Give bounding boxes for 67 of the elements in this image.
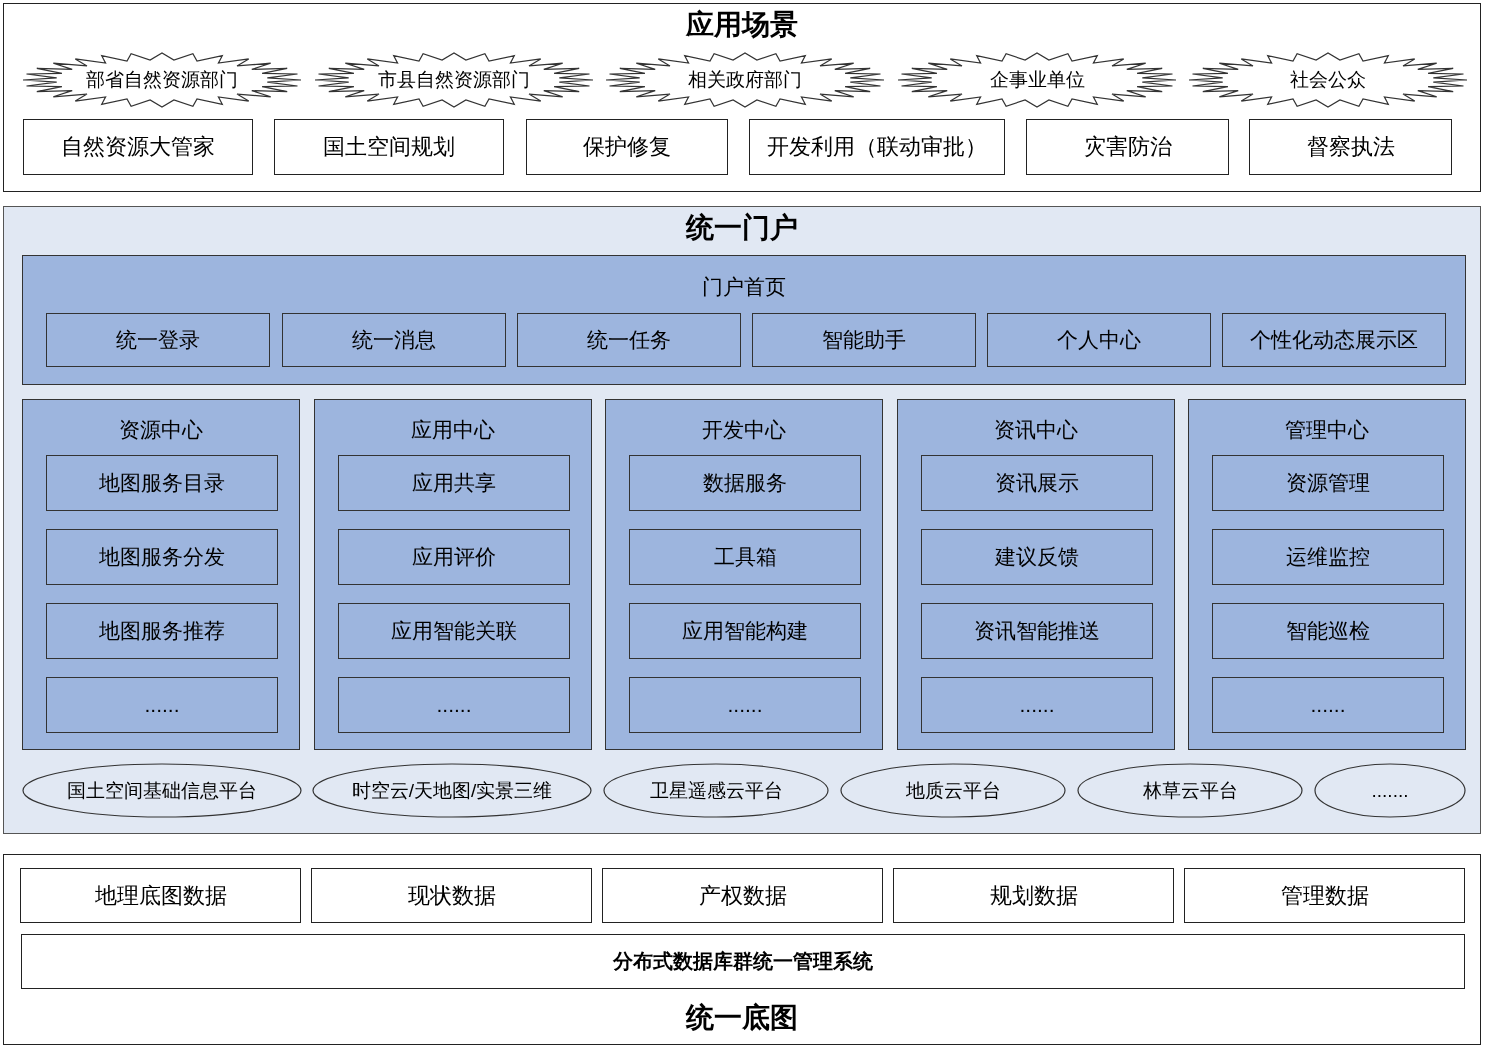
panel-title: 应用中心: [411, 417, 495, 443]
layer-panel: [3, 3, 1481, 192]
layer-title: 统一门户: [686, 211, 798, 245]
panel-title: 开发中心: [702, 417, 786, 443]
module-panel: [22, 255, 1466, 385]
data-box: 规划数据: [893, 868, 1174, 923]
function-box: 个人中心: [987, 313, 1211, 367]
platform-ellipse: 林草云平台: [1077, 763, 1303, 818]
function-box: 应用智能构建: [629, 603, 861, 659]
system-box: 分布式数据库群统一管理系统: [21, 934, 1465, 989]
function-box: ......: [338, 677, 570, 733]
function-box: 资讯展示: [921, 455, 1153, 511]
layer-panel: [3, 854, 1481, 1045]
function-box: 应用共享: [338, 455, 570, 511]
scenario-box: 灾害防治: [1026, 119, 1229, 175]
module-panel: [897, 399, 1175, 750]
starburst-shape: 部省自然资源部门: [22, 52, 302, 108]
scenario-box: 开发利用（联动审批）: [749, 119, 1005, 175]
function-box: 统一任务: [517, 313, 741, 367]
data-box: 管理数据: [1184, 868, 1465, 923]
function-box: 资讯智能推送: [921, 603, 1153, 659]
starburst-shape: 市县自然资源部门: [314, 52, 594, 108]
module-panel: [22, 399, 300, 750]
function-box: 应用评价: [338, 529, 570, 585]
starburst-shape: 企事业单位: [897, 52, 1177, 108]
function-box: 地图服务推荐: [46, 603, 278, 659]
function-box: 应用智能关联: [338, 603, 570, 659]
layer-panel: [3, 206, 1481, 834]
function-box: 地图服务目录: [46, 455, 278, 511]
module-panel: [1188, 399, 1466, 750]
panel-title: 门户首页: [702, 274, 786, 300]
platform-ellipse: 地质云平台: [840, 763, 1066, 818]
platform-ellipse: 国土空间基础信息平台: [22, 763, 302, 818]
data-box: 现状数据: [311, 868, 592, 923]
module-panel: [605, 399, 883, 750]
data-box: 地理底图数据: [20, 868, 301, 923]
scenario-box: 督察执法: [1249, 119, 1452, 175]
function-box: ......: [1212, 677, 1444, 733]
function-box: 统一消息: [282, 313, 506, 367]
function-box: ......: [629, 677, 861, 733]
scenario-box: 保护修复: [526, 119, 728, 175]
function-box: 智能巡检: [1212, 603, 1444, 659]
function-box: ......: [46, 677, 278, 733]
function-box: 数据服务: [629, 455, 861, 511]
layer-title: 应用场景: [686, 8, 798, 42]
function-box: 工具箱: [629, 529, 861, 585]
function-box: 建议反馈: [921, 529, 1153, 585]
module-panel: [314, 399, 592, 750]
layer-title: 统一底图: [686, 1001, 798, 1035]
data-box: 产权数据: [602, 868, 883, 923]
function-box: ......: [921, 677, 1153, 733]
starburst-shape: 相关政府部门: [605, 52, 885, 108]
platform-ellipse: 卫星遥感云平台: [603, 763, 829, 818]
function-box: 运维监控: [1212, 529, 1444, 585]
starburst-shape: 社会公众: [1188, 52, 1468, 108]
platform-ellipse: 时空云/天地图/实景三维: [312, 763, 592, 818]
function-box: 地图服务分发: [46, 529, 278, 585]
function-box: 统一登录: [46, 313, 270, 367]
function-box: 智能助手: [752, 313, 976, 367]
scenario-box: 自然资源大管家: [23, 119, 253, 175]
panel-title: 管理中心: [1285, 417, 1369, 443]
function-box: 个性化动态展示区: [1222, 313, 1446, 367]
scenario-box: 国土空间规划: [274, 119, 504, 175]
panel-title: 资源中心: [119, 417, 203, 443]
panel-title: 资讯中心: [994, 417, 1078, 443]
function-box: 资源管理: [1212, 455, 1444, 511]
platform-ellipse: .......: [1314, 763, 1466, 818]
